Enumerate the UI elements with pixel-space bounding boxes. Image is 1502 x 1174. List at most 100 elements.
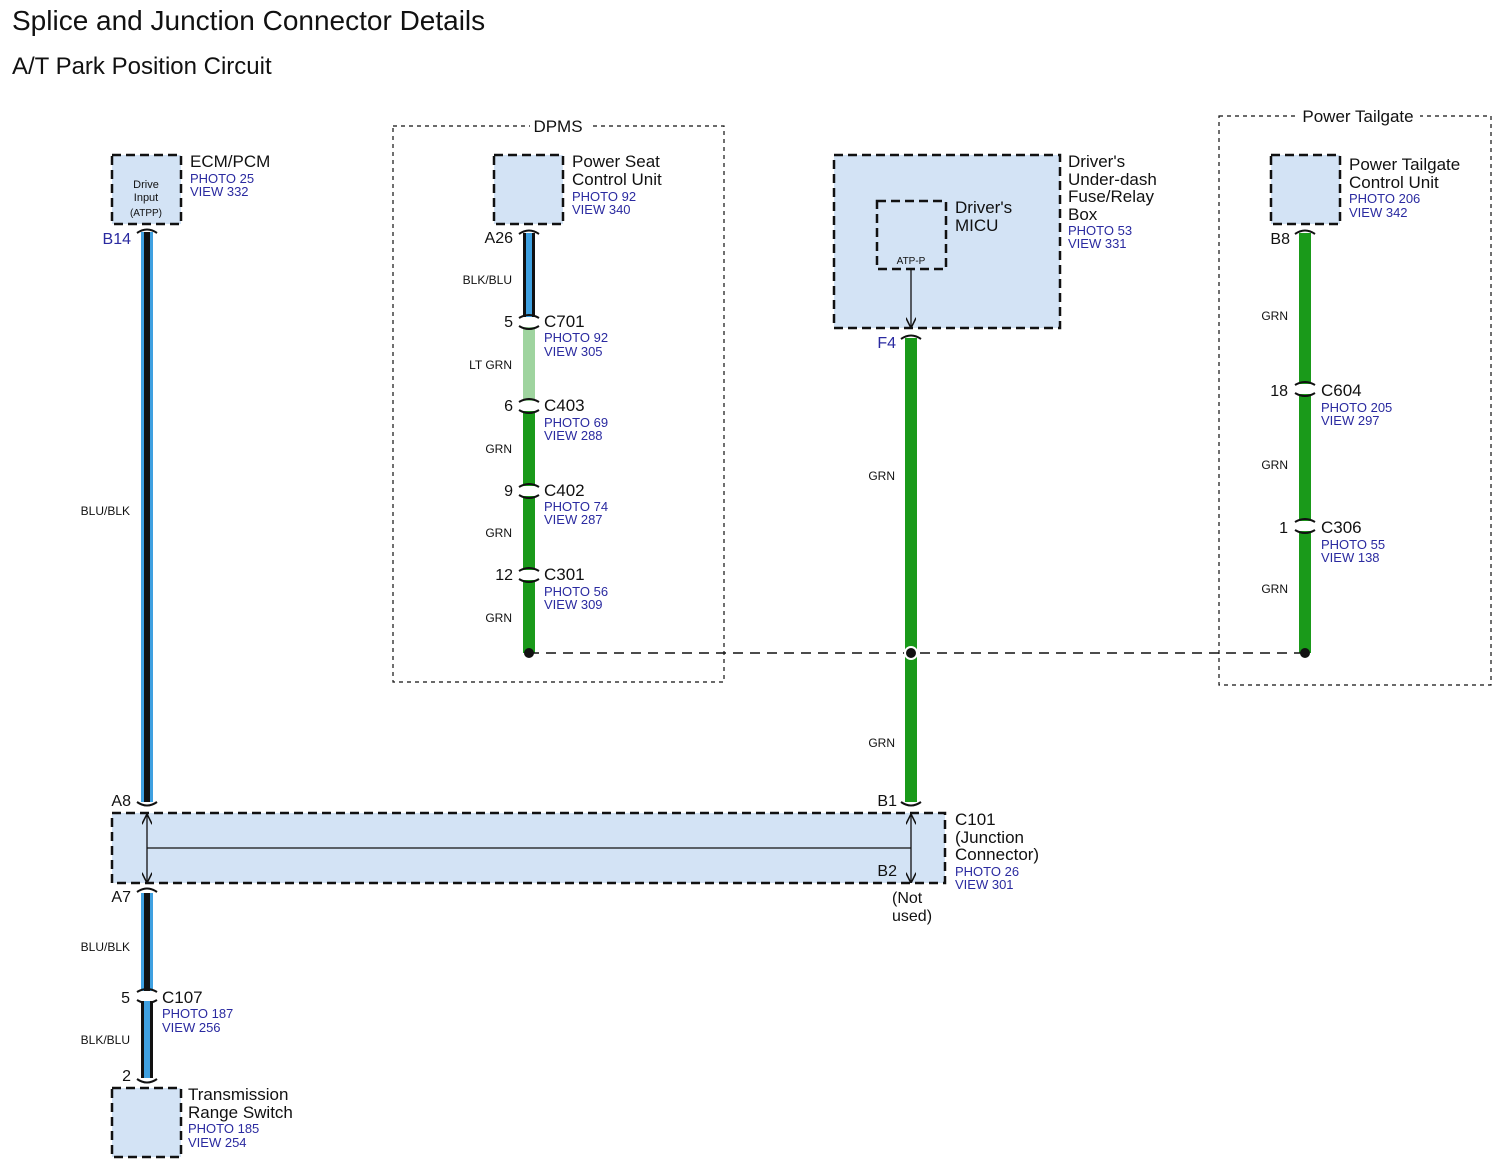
c701-pin: 5 <box>504 314 513 331</box>
wire-grn-tail-1 <box>1299 233 1311 384</box>
wire-label-ecm: BLU/BLK <box>81 504 130 518</box>
power-tailgate-label-bg <box>1296 106 1420 126</box>
trs-name-2: Range Switch <box>188 1103 293 1122</box>
connector-c301 <box>518 567 540 583</box>
c306-view: VIEW 138 <box>1321 550 1380 565</box>
c301-label: C301 <box>544 565 585 584</box>
trs-pin-2: 2 <box>122 1068 131 1085</box>
dpms-label-bg <box>530 116 590 136</box>
c101-pin-a7: A7 <box>111 889 131 906</box>
micu-name-1: Driver's <box>955 198 1012 217</box>
c107-label: C107 <box>162 988 203 1007</box>
trs-photo: PHOTO 185 <box>188 1121 259 1136</box>
c107-photo: PHOTO 187 <box>162 1006 233 1021</box>
c107-view: VIEW 256 <box>162 1020 221 1035</box>
c604-pin: 18 <box>1270 383 1288 400</box>
wire-grn-tail-2 <box>1299 394 1311 521</box>
c101-pin-b2: B2 <box>877 863 897 880</box>
connector-c604 <box>1294 381 1316 397</box>
connector-c403 <box>518 398 540 414</box>
dpms-label: DPMS <box>533 117 582 136</box>
connector-c402 <box>518 483 540 499</box>
c701-view: VIEW 305 <box>544 344 603 359</box>
wire-blk-blu-stripe <box>526 233 532 317</box>
wire-label-seat-grn3: GRN <box>485 611 512 625</box>
seat-name-2: Control Unit <box>572 170 662 189</box>
connector-c701 <box>518 314 540 330</box>
c101-pin-b1: B1 <box>877 793 897 810</box>
c306-photo: PHOTO 55 <box>1321 537 1385 552</box>
tailgate-pin-b8: B8 <box>1270 231 1290 248</box>
c101-name-3: Connector) <box>955 845 1039 864</box>
fuse-photo: PHOTO 53 <box>1068 223 1132 238</box>
ecm-pin-b14: B14 <box>103 231 132 248</box>
wire-label-trs-blublk: BLU/BLK <box>81 940 130 954</box>
seat-name-1: Power Seat <box>572 152 660 171</box>
ecm-inner-3: (ATPP) <box>130 208 162 219</box>
wire-grn-seat-2 <box>523 496 535 570</box>
tailgate-photo: PHOTO 206 <box>1349 191 1420 206</box>
c301-pin: 12 <box>495 567 513 584</box>
fuse-view: VIEW 331 <box>1068 236 1127 251</box>
wire-label-tail-grn3: GRN <box>1261 582 1288 596</box>
wire-grn-fuse <box>905 338 917 802</box>
wire-label-fuse-upper: GRN <box>868 469 895 483</box>
c101-terminal-b1 <box>900 801 922 807</box>
seat-photo: PHOTO 92 <box>572 189 636 204</box>
ecm-pcm-box <box>110 153 183 226</box>
tailgate-name-1: Power Tailgate <box>1349 155 1460 174</box>
wire-label-seat-ltgrn: LT GRN <box>469 358 512 372</box>
trs-view: VIEW 254 <box>188 1135 247 1150</box>
seat-pin-a26: A26 <box>485 230 514 247</box>
seat-terminal <box>518 229 540 235</box>
micu-box <box>875 199 948 271</box>
c604-photo: PHOTO 205 <box>1321 400 1392 415</box>
wire-grn-tail-3 <box>1299 531 1311 653</box>
c101-photo: PHOTO 26 <box>955 864 1019 879</box>
c402-pin: 9 <box>504 483 513 500</box>
connector-c107 <box>136 988 158 1004</box>
fuse-name-1: Driver's <box>1068 152 1125 171</box>
fuse-name-2: Under-dash <box>1068 170 1157 189</box>
c604-label: C604 <box>1321 381 1362 400</box>
micu-name-2: MICU <box>955 216 998 235</box>
ecm-terminal <box>136 228 158 234</box>
wire-grn-seat-3 <box>523 580 535 653</box>
ecm-photo: PHOTO 25 <box>190 171 254 186</box>
c101-name-1: C101 <box>955 810 996 829</box>
tailgate-name-2: Control Unit <box>1349 173 1439 192</box>
splice-point-tailgate <box>1300 648 1310 658</box>
c701-label: C701 <box>544 312 585 331</box>
wire-grn-seat-1 <box>523 411 535 486</box>
c101-terminal-a8 <box>136 801 158 807</box>
c301-photo: PHOTO 56 <box>544 584 608 599</box>
wire-label-tail-grn2: GRN <box>1261 458 1288 472</box>
wire-blu-blk-stripe <box>144 232 150 802</box>
seat-view: VIEW 340 <box>572 202 631 217</box>
c301-view: VIEW 309 <box>544 597 603 612</box>
page-title: Splice and Junction Connector Details <box>12 5 485 36</box>
c101-not-used-1: (Not <box>892 890 923 907</box>
c101-pin-a8: A8 <box>111 793 131 810</box>
trs-terminal <box>136 1078 158 1084</box>
wire-label-fuse-lower: GRN <box>868 736 895 750</box>
c403-pin: 6 <box>504 398 513 415</box>
wire-label-seat-grn1: GRN <box>485 442 512 456</box>
c604-view: VIEW 297 <box>1321 413 1380 428</box>
page-subtitle: A/T Park Position Circuit <box>12 53 272 80</box>
ecm-view: VIEW 332 <box>190 184 249 199</box>
fuse-relay-box <box>832 153 1062 330</box>
c107-pin: 5 <box>121 990 130 1007</box>
ecm-inner-2: Input <box>134 192 158 204</box>
c306-label: C306 <box>1321 518 1362 537</box>
trs-name-1: Transmission <box>188 1085 288 1104</box>
c403-view: VIEW 288 <box>544 428 603 443</box>
wire-label-trs-blkblu: BLK/BLU <box>81 1033 130 1047</box>
wire-blu-blk-lower-stripe <box>144 893 150 991</box>
fuse-name-4: Box <box>1068 205 1098 224</box>
power-seat-box <box>492 153 565 226</box>
wire-lt-grn <box>523 327 535 401</box>
fuse-terminal <box>900 334 922 340</box>
c402-label: C402 <box>544 481 585 500</box>
ecm-pcm-label: ECM/PCM <box>190 152 270 171</box>
